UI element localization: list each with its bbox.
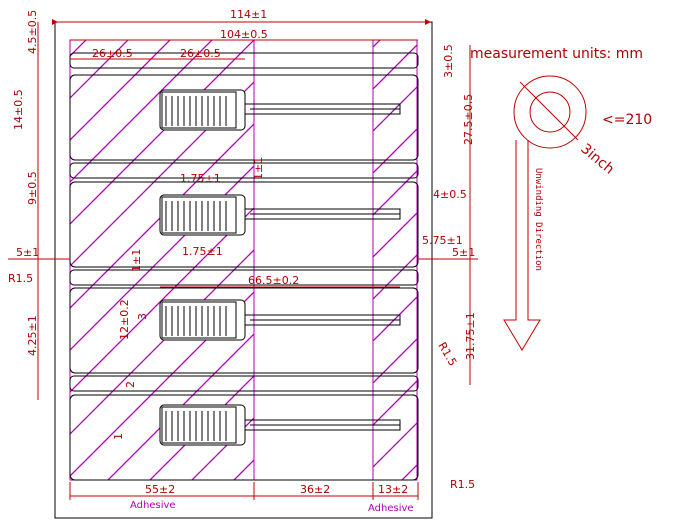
dim-right-27: 27.5±0.5 xyxy=(462,94,475,145)
dim-right-575: 5.75±1 xyxy=(422,234,463,247)
dim-total-width: 114±1 xyxy=(230,8,267,21)
roll-outer-circle xyxy=(513,75,587,149)
label-strips xyxy=(69,52,419,481)
dim-inlay-length: 66.5±0.2 xyxy=(248,274,299,287)
dim-right-3175: 31.75±1 xyxy=(464,312,477,360)
dim-bottom-13: 13±2 xyxy=(378,483,408,496)
dim-inlay-height: 12±0.2 xyxy=(118,299,131,340)
units-heading: measurement units: mm xyxy=(470,46,643,62)
dim-inlay-1-left: 1±1 xyxy=(130,249,143,272)
dim-inlay-175-bot: 1.75±1 xyxy=(182,245,223,258)
adhesive-zone-right xyxy=(373,40,417,480)
inlay-1 xyxy=(159,89,401,131)
dim-seg1: 26±0.5 xyxy=(92,47,133,60)
dim-right-4: 4±0.5 xyxy=(433,188,467,201)
label-strip xyxy=(69,52,419,69)
label-strip xyxy=(69,394,419,481)
roll-inner-circle xyxy=(529,91,571,133)
dim-side-right: 5±1 xyxy=(452,246,475,259)
dim-seg2: 26±0.5 xyxy=(180,47,221,60)
core-radius-label: <=210 xyxy=(602,112,652,128)
dim-inlay-3: 3 xyxy=(136,313,149,320)
dim-bottom-left: 4.25±1 xyxy=(26,315,39,356)
label-strip xyxy=(69,287,419,374)
label-strip xyxy=(69,375,419,392)
dim-side-left: 5±1 xyxy=(16,246,39,259)
core-size-label: 3inch xyxy=(577,141,617,178)
label-strip xyxy=(69,181,419,268)
label-strip xyxy=(69,74,419,161)
dim-label-gap: 14±0.5 xyxy=(12,89,25,130)
roll-radius-line xyxy=(519,81,579,141)
dim-inlay-175-top: 1.75±1 xyxy=(180,172,221,185)
unwinding-label: Unwinding Direction xyxy=(533,168,543,271)
dim-corner-r-left: R1.5 xyxy=(8,272,33,285)
label-strip xyxy=(69,162,419,179)
dim-right-top: 3±0.5 xyxy=(442,44,455,78)
dim-inner-width: 104±0.5 xyxy=(220,28,268,41)
label-strip xyxy=(69,269,419,286)
dim-bottom-36: 36±2 xyxy=(300,483,330,496)
dim-pitch: 9±0.5 xyxy=(26,171,39,205)
dim-inlay-1-top: 1±1 xyxy=(252,157,265,180)
inlay-4 xyxy=(159,404,401,446)
adhesive-label-left: Adhesive xyxy=(130,500,176,511)
dim-small-2: 2 xyxy=(124,381,137,388)
inlay-3 xyxy=(159,299,401,341)
dim-corner-r-tail: R1.5 xyxy=(435,340,459,368)
inlay-2 xyxy=(159,194,401,236)
adhesive-label-right: Adhesive xyxy=(368,503,414,514)
dim-corner-r-bottom: R1.5 xyxy=(450,478,475,491)
unwind-arrow xyxy=(503,140,541,351)
dim-small-1: 1 xyxy=(112,433,125,440)
dim-top-margin: 4.5±0.5 xyxy=(26,10,39,54)
dim-bottom-55: 55±2 xyxy=(145,483,175,496)
